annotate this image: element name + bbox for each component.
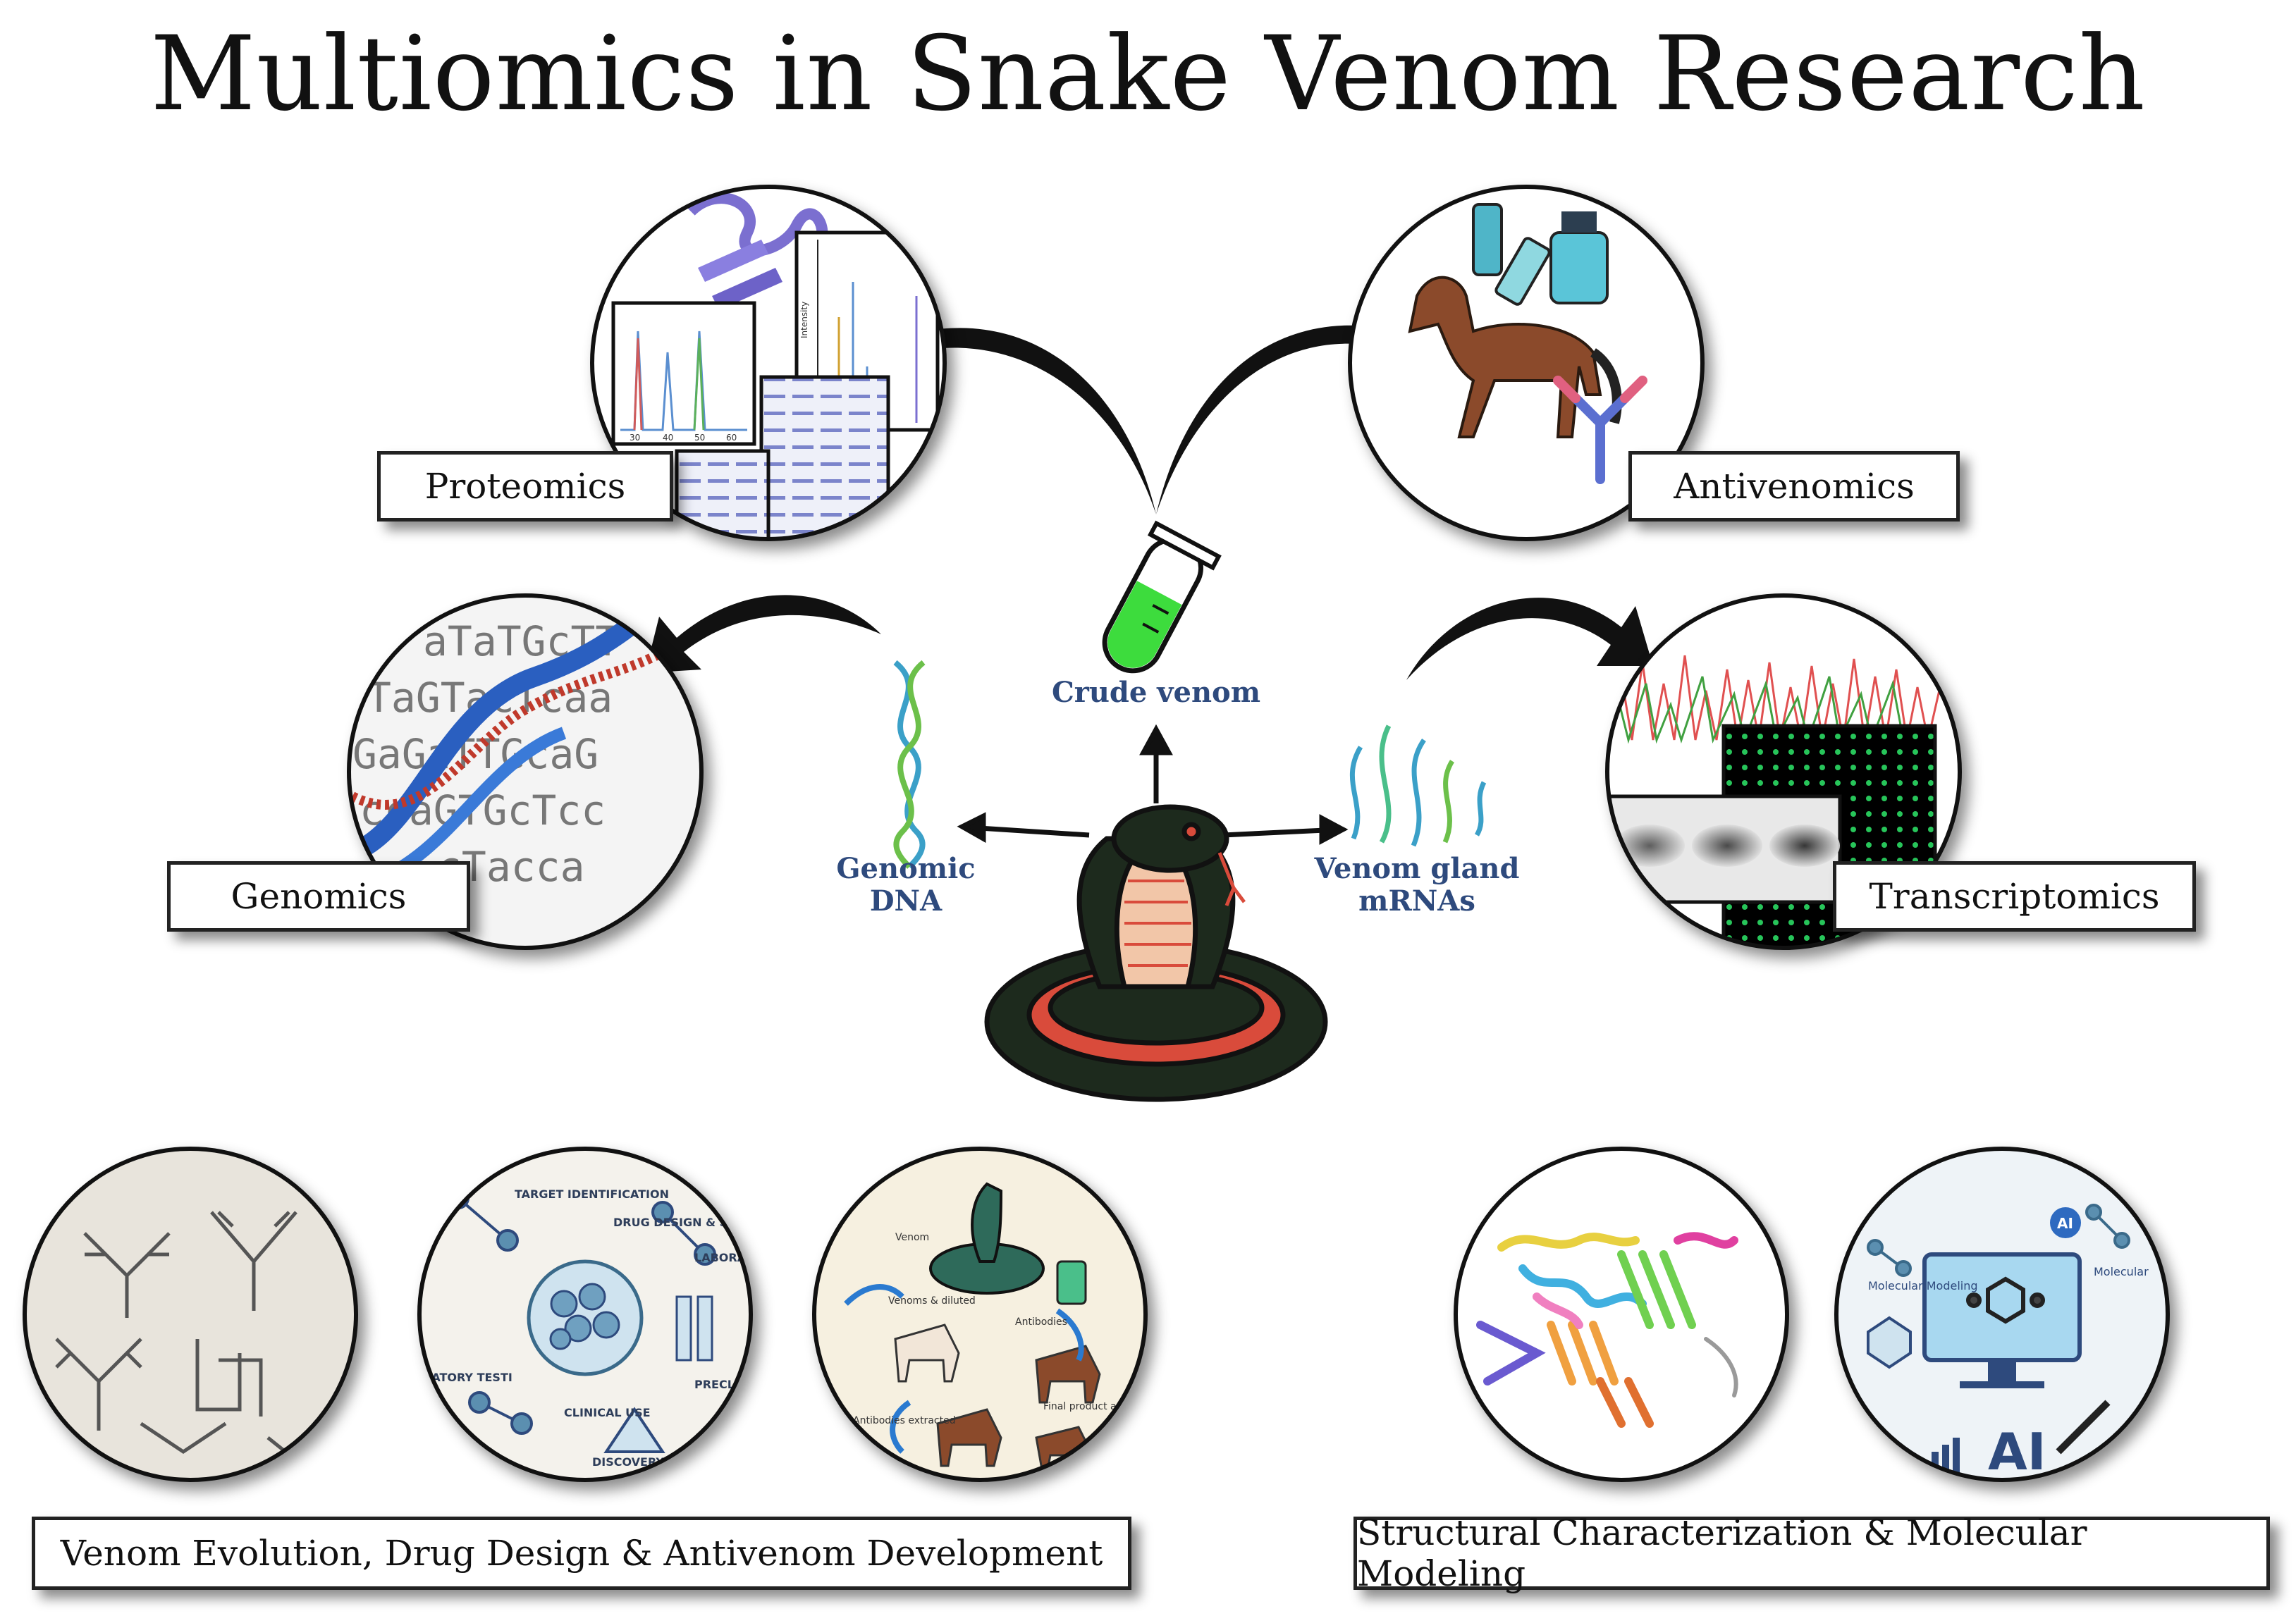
genomic-dna-icon: [893, 660, 926, 869]
svg-text:50: 50: [694, 433, 705, 443]
antibody-icon: [1553, 376, 1647, 484]
syringe-icon: [1494, 237, 1551, 306]
mrna-label-line2: mRNAs: [1358, 884, 1475, 918]
phylogeny-circle: [23, 1147, 358, 1482]
svg-text:DRUG DESIGN & SYNTHESIS: DRUG DESIGN & SYNTHESIS: [613, 1216, 790, 1229]
svg-text:Venoms & diluted: Venoms & diluted: [888, 1295, 976, 1307]
mrna-label-line1: Venom gland: [1314, 852, 1520, 885]
genomics-label: Genomics: [167, 861, 470, 932]
svg-text:DISCOVERY: DISCOVERY: [592, 1455, 664, 1469]
svg-text:CLINICAL USE: CLINICAL USE: [564, 1406, 651, 1419]
ai-modeling-circle: AI AI Molecular Modeling Molecular: [1834, 1147, 2170, 1482]
genomic-dna-label-line2: DNA: [869, 884, 943, 918]
svg-text:Molecular: Molecular: [2094, 1265, 2149, 1278]
cobra-icon: [984, 804, 1328, 1102]
vial-icon: [1472, 203, 1609, 304]
svg-text:60: 60: [726, 433, 737, 443]
proteomics-label: Proteomics: [377, 451, 673, 522]
bottom-left-label: Venom Evolution, Drug Design & Antivenom…: [32, 1517, 1131, 1590]
svg-text:LABORA: LABORA: [694, 1251, 747, 1264]
protein-structure-circle: [1454, 1147, 1789, 1482]
drug-design-circle: TARGET IDENTIFICATION DRUG DESIGN & SYNT…: [417, 1147, 790, 1482]
mrna-label: Venom gland mRNAs: [1311, 853, 1523, 918]
svg-text:Intensity: Intensity: [799, 302, 809, 338]
transcriptomics-label: Transcriptomics: [1833, 861, 2196, 932]
genomic-dna-label-line1: Genomic: [836, 852, 976, 885]
svg-text:TARGET IDENTIFICATION: TARGET IDENTIFICATION: [515, 1187, 669, 1201]
svg-text:Antibodies extracted: Antibodies extracted: [853, 1415, 956, 1426]
genomic-dna-label: Genomic DNA: [828, 853, 983, 918]
bottom-right-label: Structural Characterization & Molecular …: [1353, 1512, 2270, 1594]
crude-venom-label: Crude venom: [1051, 676, 1261, 709]
svg-text:Molecular Modeling: Molecular Modeling: [1868, 1279, 1978, 1292]
page-title: Multiomics in Snake Venom Research: [150, 14, 2146, 134]
svg-text:AI: AI: [2057, 1215, 2073, 1232]
proteomics-axis-text: 30 40 50 60 Intensity: [630, 302, 809, 443]
svg-text:RATORY TESTI: RATORY TESTI: [423, 1371, 512, 1384]
mrna-icon: [1349, 724, 1487, 847]
antivenom-production-circle: Venom Venoms & diluted Antibodies Antibo…: [812, 1147, 1163, 1482]
svg-text:Final product antivenom: Final product antivenom: [1043, 1401, 1163, 1412]
antivenomics-label: Antivenomics: [1628, 451, 1960, 522]
snake-arrows: [957, 724, 1349, 845]
svg-text:30: 30: [630, 433, 640, 443]
svg-text:Antibodies: Antibodies: [1015, 1316, 1067, 1328]
test-tube-icon: [1102, 520, 1222, 674]
svg-text:Venom: Venom: [895, 1232, 929, 1243]
antivenomics-circle: [1348, 185, 1705, 541]
svg-text:AI: AI: [1988, 1422, 2046, 1481]
svg-text:40: 40: [663, 433, 673, 443]
